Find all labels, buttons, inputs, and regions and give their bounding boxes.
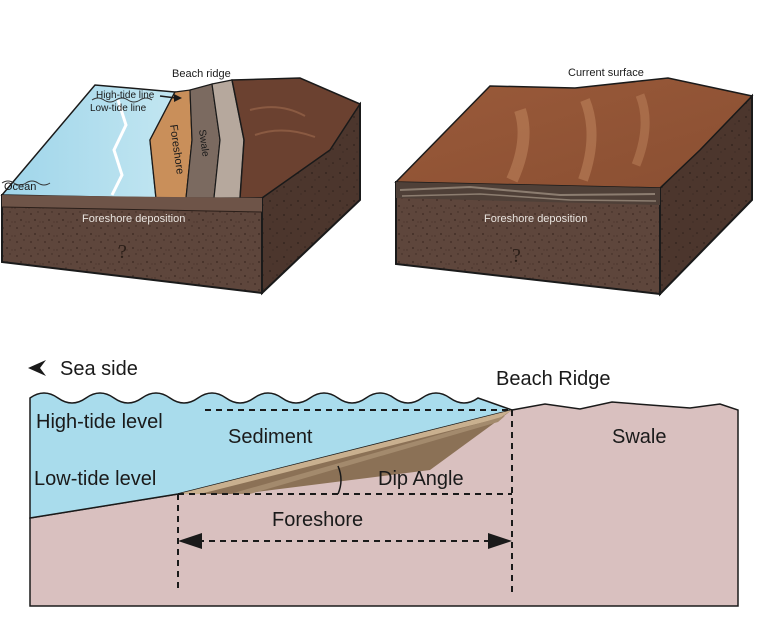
left-foreshore-deposition-label: Foreshore deposition bbox=[82, 213, 185, 225]
left-low-tide-line-label: Low-tide line bbox=[90, 103, 147, 114]
right-current-surface-label: Current surface bbox=[568, 67, 644, 79]
left-ocean-label: Ocean bbox=[4, 181, 36, 193]
high-tide-level-label: High-tide level bbox=[36, 411, 163, 433]
foreshore-arrow-right bbox=[488, 533, 512, 549]
left-unknown-mark: ? bbox=[118, 241, 127, 263]
sea-side-arrow-icon bbox=[28, 360, 46, 376]
dip-angle-label: Dip Angle bbox=[378, 468, 464, 490]
sediment-label: Sediment bbox=[228, 426, 313, 448]
dip-angle-arc bbox=[337, 465, 342, 495]
foreshore-label: Foreshore bbox=[272, 509, 363, 531]
right-current-surface bbox=[394, 77, 754, 189]
right-block-diagram: Current surface Foreshore deposition ? bbox=[394, 67, 754, 297]
low-tide-level-label: Low-tide level bbox=[34, 468, 156, 490]
swale-label: Swale bbox=[612, 426, 666, 448]
left-wave-highlight bbox=[110, 99, 128, 196]
foreshore-arrow-left bbox=[178, 533, 202, 549]
left-high-tide-line-label: High-tide line bbox=[96, 90, 155, 101]
left-block-diagram: Beach ridge High-tide line Low-tide line… bbox=[0, 68, 362, 296]
left-swale-label: Swale bbox=[196, 129, 211, 158]
cross-section-water bbox=[29, 392, 515, 519]
right-foreshore-deposition-label: Foreshore deposition bbox=[484, 213, 587, 225]
left-beach-ridge-label: Beach ridge bbox=[172, 68, 231, 80]
cross-section-diagram: Sea side Beach Ridge High-tide level Sed… bbox=[28, 358, 739, 607]
right-unknown-mark: ? bbox=[512, 245, 521, 267]
sea-side-label: Sea side bbox=[60, 358, 138, 380]
beach-ridge-label: Beach Ridge bbox=[496, 368, 611, 390]
